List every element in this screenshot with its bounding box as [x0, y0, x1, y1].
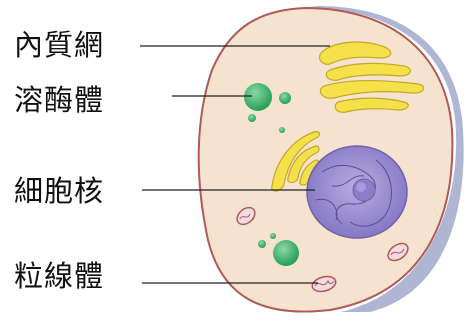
label-nucleus: 細胞核 [14, 174, 104, 208]
label-lysosome: 溶酶體 [14, 83, 104, 117]
label-endoplasmic-reticulum: 內質網 [14, 28, 104, 62]
label-mitochondria: 粒線體 [14, 259, 104, 293]
nucleus [307, 146, 407, 238]
